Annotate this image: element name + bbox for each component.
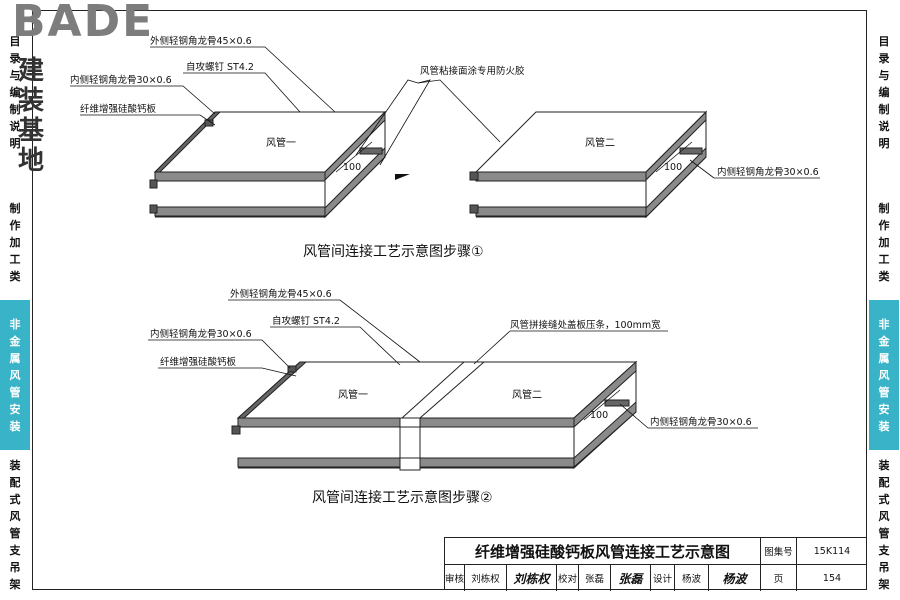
reviewer-signature: 刘栋权 <box>507 565 557 591</box>
side-tab-label: 非金属风管安装 <box>9 317 21 433</box>
side-tab-right-support[interactable]: 装配式风管支吊架 <box>869 450 899 600</box>
step2-duct-two-label: 风管二 <box>512 388 542 401</box>
step2-label-outer-angle: 外侧轻钢角龙骨45×0.6 <box>230 288 332 300</box>
step1-duct-one <box>149 110 387 219</box>
reviewer-name: 刘栋权 <box>465 565 507 591</box>
step2-dim: 100 <box>590 410 608 421</box>
step2-label-cover-strip: 风管拼接缝处盖板压条，100mm宽 <box>510 319 661 331</box>
step2-caption: 风管间连接工艺示意图步骤② <box>312 489 493 506</box>
step1-label-screw: 自攻螺钉 ST4.2 <box>186 61 254 73</box>
step1-duct-two <box>395 110 708 219</box>
checker-signature: 张磊 <box>611 565 651 591</box>
checker-name: 张磊 <box>579 565 611 591</box>
step1-leaders <box>70 46 820 179</box>
side-tab-label: 装配式风管支吊架 <box>9 459 21 591</box>
side-tab-right-nonmetal-duct[interactable]: 非金属风管安装 <box>869 300 899 450</box>
step1-caption: 风管间连接工艺示意图步骤① <box>303 243 484 260</box>
page-number: 154 <box>822 572 842 584</box>
step1-label-inner-angle-left: 内侧轻钢角龙骨30×0.6 <box>70 74 172 86</box>
drawing-frame <box>32 10 867 590</box>
step2-duct-assembly <box>231 360 638 471</box>
side-tab-left-catalog[interactable]: 目录与编制说明 <box>0 0 30 185</box>
step1-dim-duct-two: 100 <box>664 162 682 173</box>
step1-dim-duct-one: 100 <box>343 162 361 173</box>
step1-duct-one-label: 风管一 <box>266 136 296 149</box>
side-tab-label: 制作加工类 <box>9 202 21 283</box>
step1-label-board: 纤维增强硅酸钙板 <box>80 103 157 115</box>
step2-label-screw: 自攻螺钉 ST4.2 <box>272 315 340 327</box>
designer-signature: 杨波 <box>709 565 761 591</box>
step1-duct-two-label: 风管二 <box>585 136 615 149</box>
side-tab-label: 制作加工类 <box>878 202 890 283</box>
side-tab-label: 非金属风管安装 <box>878 317 890 433</box>
side-tab-label: 装配式风管支吊架 <box>878 459 890 591</box>
step2-label-board: 纤维增强硅酸钙板 <box>160 356 237 368</box>
designer-name: 杨波 <box>675 565 709 591</box>
title-block: 纤维增强硅酸钙板风管连接工艺示意图 图集号 15K114 审核 刘栋权 刘栋权 … <box>444 537 867 591</box>
page-label: 页 <box>761 565 797 591</box>
side-tab-label: 目录与编制说明 <box>9 35 21 150</box>
brand-logo-subtitle: 建装基地 <box>18 56 53 176</box>
atlas-number: 15K114 <box>797 538 867 565</box>
side-tab-right-fabrication[interactable]: 制作加工类 <box>869 185 899 300</box>
step1-label-inner-angle-right: 内侧轻钢角龙骨30×0.6 <box>717 166 819 178</box>
step2-label-inner-angle-right: 内侧轻钢角龙骨30×0.6 <box>650 416 752 428</box>
side-tab-right-catalog[interactable]: 目录与编制说明 <box>869 0 899 185</box>
check-label: 校对 <box>557 565 579 591</box>
side-tab-label: 目录与编制说明 <box>878 35 890 150</box>
dimension-marks <box>335 141 693 421</box>
step1-label-glue: 风管粘接面涂专用防火胶 <box>420 65 525 77</box>
design-label: 设计 <box>651 565 675 591</box>
step2-duct-one-label: 风管一 <box>338 388 368 401</box>
drawing-title: 纤维增强硅酸钙板风管连接工艺示意图 <box>445 538 761 565</box>
step2-label-inner-angle-left: 内侧轻钢角龙骨30×0.6 <box>150 328 252 340</box>
brand-logo-wordmark: BADE <box>12 0 155 47</box>
review-label: 审核 <box>445 565 465 591</box>
side-tab-left-support[interactable]: 装配式风管支吊架 <box>0 450 30 600</box>
step1-label-outer-angle: 外侧轻钢角龙骨45×0.6 <box>150 35 252 47</box>
atlas-number-label: 图集号 <box>761 538 797 565</box>
step2-leaders <box>148 299 758 429</box>
side-tab-left-fabrication[interactable]: 制作加工类 <box>0 185 30 300</box>
side-tab-left-nonmetal-duct[interactable]: 非金属风管安装 <box>0 300 30 450</box>
